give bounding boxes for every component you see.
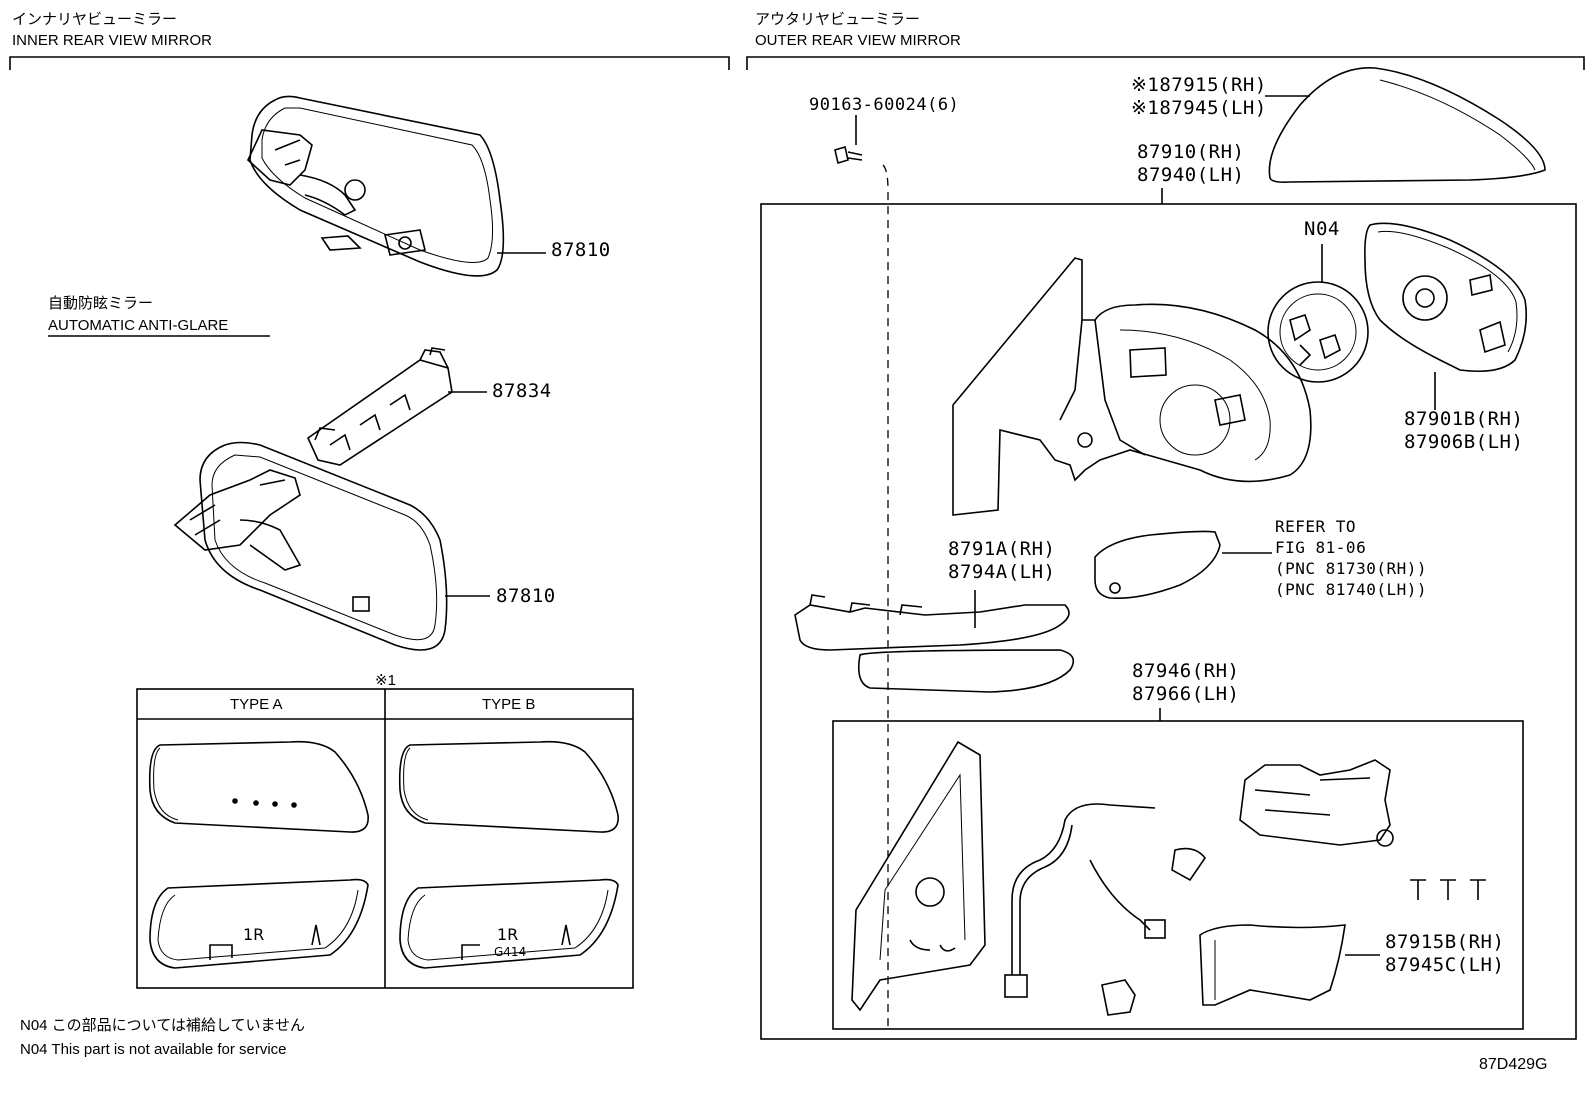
inner-mirror-top-illustration	[247, 95, 505, 277]
label-garnish-lh: 8794A(LH)	[948, 561, 1056, 583]
footer-note-jp: N04 この部品については補給していません	[20, 1017, 306, 1034]
screws-illustration	[1410, 879, 1486, 900]
label-sub-lh: 87966(LH)	[1132, 683, 1240, 705]
label-garnish-rh: 8791A(RH)	[948, 538, 1056, 560]
type-b-mark: 1R	[497, 925, 519, 944]
type-a-header: TYPE A	[230, 696, 283, 713]
mirror-housing-illustration	[952, 257, 1312, 516]
label-glass-lh: 87906B(LH)	[1404, 431, 1524, 453]
type-table-frame	[136, 688, 634, 989]
lamp-ref-2: FIG 81-06	[1275, 538, 1367, 557]
anti-glare-en: AUTOMATIC ANTI-GLARE	[48, 317, 229, 334]
fold-actuator-illustration	[1239, 759, 1394, 847]
type-b-back-illustration	[399, 878, 619, 969]
type-b-code: G414	[494, 945, 527, 959]
label-assy-rh: 87910(RH)	[1137, 141, 1245, 163]
diagram-code: 87D429G	[1479, 1056, 1548, 1073]
anti-glare-jp: 自動防眩ミラー	[48, 295, 154, 312]
outer-section-bracket	[746, 56, 1585, 70]
label-n04: N04	[1304, 218, 1340, 240]
clip-illustration	[1101, 979, 1136, 1016]
sub-assy-box	[832, 720, 1524, 1030]
label-87834: 87834	[492, 380, 552, 402]
garnish-illustration	[794, 594, 1075, 693]
label-lower-cover-rh: 87915B(RH)	[1385, 931, 1505, 953]
bracket-87834-illustration	[306, 347, 453, 466]
inner-title-jp: インナリヤビューミラー	[12, 11, 178, 28]
lamp-ref-3: (PNC 81730(RH))	[1275, 559, 1427, 578]
lamp-ref-4: (PNC 81740(LH))	[1275, 580, 1427, 599]
label-glass-rh: 87901B(RH)	[1404, 408, 1524, 430]
assy-box	[760, 203, 1577, 1040]
wire-harness-illustration	[1004, 803, 1206, 998]
inner-title-en: INNER REAR VIEW MIRROR	[12, 32, 213, 49]
type-a-back-illustration	[149, 878, 369, 969]
lower-cover-illustration	[1199, 924, 1346, 1006]
type-a-glass-illustration	[148, 740, 369, 833]
inner-mirror-bottom-illustration	[173, 441, 448, 651]
dashed-bolt-line	[882, 164, 889, 1030]
bolt-illustration	[834, 145, 863, 165]
type-b-glass-illustration	[398, 740, 619, 833]
label-cover-rh: ※187915(RH)	[1131, 74, 1267, 96]
label-87810-top: 87810	[551, 239, 611, 261]
turn-lamp-illustration	[1094, 530, 1221, 600]
mirror-cover-illustration	[1268, 67, 1546, 183]
label-lower-cover-lh: 87945C(LH)	[1385, 954, 1505, 976]
note-mark: ※1	[375, 672, 396, 689]
lamp-ref-1: REFER TO	[1275, 517, 1357, 536]
label-87810-bottom: 87810	[496, 585, 556, 607]
label-assy-lh: 87940(LH)	[1137, 164, 1245, 186]
outer-title-en: OUTER REAR VIEW MIRROR	[755, 32, 961, 49]
label-bolt: 90163-60024(6)	[809, 95, 960, 115]
label-sub-rh: 87946(RH)	[1132, 660, 1240, 682]
inner-section-bracket	[9, 56, 730, 70]
type-b-header: TYPE B	[482, 696, 536, 713]
outer-title-jp: アウタリヤビューミラー	[755, 11, 921, 28]
footer-note-en: N04 This part is not available for servi…	[20, 1041, 287, 1058]
mirror-base-illustration	[851, 740, 986, 1012]
type-a-mark: 1R	[243, 925, 265, 944]
label-cover-lh: ※187945(LH)	[1131, 97, 1267, 119]
mirror-glass-illustration	[1364, 222, 1528, 373]
motor-n04-illustration	[1267, 281, 1369, 383]
